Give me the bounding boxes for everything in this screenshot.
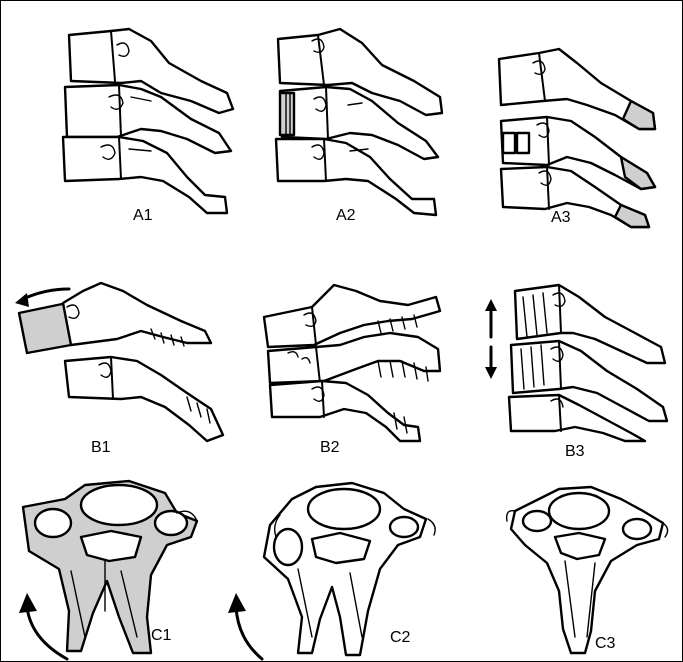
panel-label: C1 [151,627,171,645]
panel-label: C3 [595,635,615,653]
panel-c2: C2 [228,441,455,661]
panel-a3: A3 [455,1,682,221]
panel-c1: C1 [1,441,228,661]
vertebra-stack-illustration-a1 [1,1,228,221]
vertebra-stack-illustration-b2 [228,221,455,441]
vertebra-stack-illustration-b3 [455,221,682,441]
vertebra-stack-illustration-a3 [455,1,682,221]
vertebra-axial-illustration-c3 [455,441,682,661]
panel-b1: B1 [1,221,228,441]
panel-b3: B3 [455,221,682,441]
panel-a2: A2 [228,1,455,221]
vertebra-axial-illustration-c1 [1,441,228,661]
panel-c3: C3 [455,441,682,661]
panel-b2: B2 [228,221,455,441]
panel-a1: A1 [1,1,228,221]
vertebra-stack-illustration-a2 [228,1,455,221]
vertebra-axial-illustration-c2 [228,441,455,661]
panel-label: C2 [390,629,410,647]
vertebra-stack-illustration-b1 [1,221,228,441]
